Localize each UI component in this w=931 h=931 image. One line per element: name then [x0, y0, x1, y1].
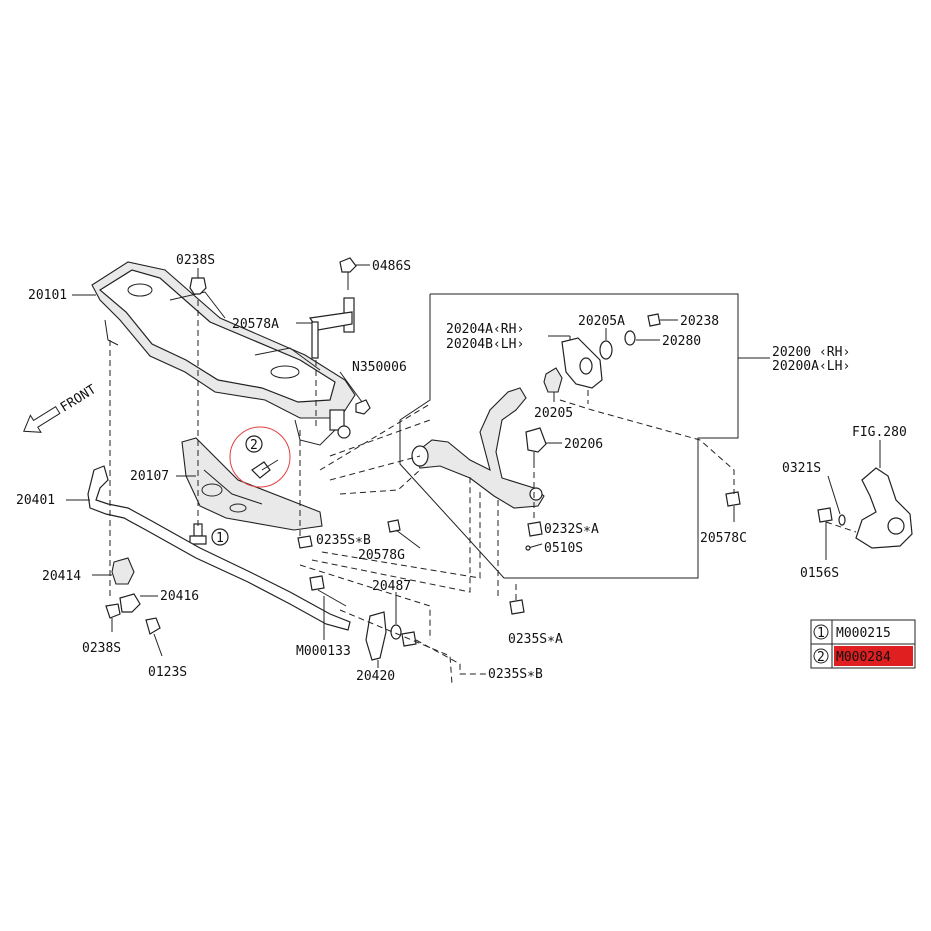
- bolt-0123s: [145, 617, 163, 657]
- nut-0235sa: [509, 580, 525, 615]
- bolt-20578g: [387, 519, 421, 549]
- callout-1-number: 1: [216, 531, 224, 546]
- front-label: FRONT: [58, 382, 99, 416]
- pin-0510s: [525, 543, 543, 551]
- label-20205: 20205: [534, 406, 573, 421]
- label-20420: 20420: [356, 669, 395, 684]
- legend-table: 1 M000215 2 M000284: [810, 619, 916, 669]
- nut-0235sb-bottom: [401, 631, 486, 675]
- washer-20205a: [599, 328, 613, 360]
- label-20238: 20238: [680, 314, 719, 329]
- clip-0486s: [339, 257, 370, 290]
- bracket-20416: [119, 593, 158, 613]
- nut-n350006: [337, 371, 371, 439]
- nut-20238: [647, 313, 678, 327]
- label-0235sb-mid: 0235S∗B: [316, 533, 371, 548]
- label-20204b: 20204B‹LH›: [446, 337, 524, 352]
- label-20578c: 20578C: [700, 531, 747, 546]
- label-20205a: 20205A: [578, 314, 625, 329]
- bracket-20578a: [296, 297, 355, 359]
- label-20101: 20101: [28, 288, 67, 303]
- brace-20107: [176, 437, 323, 531]
- control-arm: [411, 387, 545, 509]
- bolt-callout-2: 2: [229, 426, 291, 488]
- bushing-bracket-20204: [548, 335, 603, 389]
- label-fig280: FIG.280: [852, 425, 907, 440]
- stopper-20205: [543, 367, 563, 402]
- label-0156s: 0156S: [800, 566, 839, 581]
- label-0235sb-bottom: 0235S∗B: [488, 667, 543, 682]
- washer-0321s: [827, 475, 846, 526]
- control-arm-assembly-box: [399, 293, 770, 579]
- legend-row1-num: 1: [817, 626, 825, 641]
- label-0238s-bottom: 0238S: [82, 641, 121, 656]
- label-0235sa: 0235S∗A: [508, 632, 563, 647]
- link-20420: [365, 611, 387, 668]
- legend-row2-highlight: [834, 646, 913, 666]
- legend-row2-circle: [813, 648, 829, 664]
- label-m000133: M000133: [296, 644, 351, 659]
- front-arrow: FRONT: [23, 382, 99, 433]
- bolt-0238s-bottom: [105, 603, 121, 632]
- washer-20280: [624, 330, 660, 346]
- label-20401: 20401: [16, 493, 55, 508]
- bushing-20414: [92, 557, 135, 585]
- label-20416: 20416: [160, 589, 199, 604]
- callout-2-highlight-ring: [229, 426, 291, 488]
- label-0238s-top: 0238S: [176, 253, 215, 268]
- nut-0235sb-mid: [297, 535, 313, 549]
- assembly-dashed-lines: [109, 300, 857, 685]
- label-20578a: 20578A: [232, 317, 279, 332]
- bolt-m000133: [309, 575, 347, 640]
- label-20578g: 20578G: [358, 548, 405, 563]
- legend-row1-code: M000215: [836, 626, 891, 641]
- label-20487: 20487: [372, 579, 411, 594]
- bolt-20578c: [725, 491, 741, 522]
- washer-20487: [390, 592, 402, 640]
- label-0123s: 0123S: [148, 665, 187, 680]
- legend-row1-circle: [813, 624, 829, 640]
- label-20204a: 20204A‹RH›: [446, 322, 524, 337]
- label-20200: 20200 ‹RH›: [772, 345, 850, 360]
- bolt-callout-1: 1: [189, 523, 229, 546]
- label-0510s: 0510S: [544, 541, 583, 556]
- label-20206: 20206: [564, 437, 603, 452]
- label-n350006: N350006: [352, 360, 407, 375]
- nut-0232sa: [527, 521, 543, 537]
- legend-row2-num: 2: [817, 650, 825, 665]
- label-0321s: 0321S: [782, 461, 821, 476]
- label-20107: 20107: [130, 469, 169, 484]
- legend-row2-code: M000284: [836, 650, 891, 665]
- ball-joint-20206: [525, 427, 562, 462]
- bolt-0156s: [817, 507, 833, 560]
- label-20414: 20414: [42, 569, 81, 584]
- crossmember-20101: [72, 261, 356, 446]
- label-0232sa: 0232S∗A: [544, 522, 599, 537]
- bolt-0238s-top: [189, 268, 207, 295]
- label-20280: 20280: [662, 334, 701, 349]
- label-0486s: 0486S: [372, 259, 411, 274]
- callout-2-number: 2: [250, 438, 258, 453]
- label-20200a: 20200A‹LH›: [772, 359, 850, 374]
- knuckle-fig280: [855, 440, 913, 549]
